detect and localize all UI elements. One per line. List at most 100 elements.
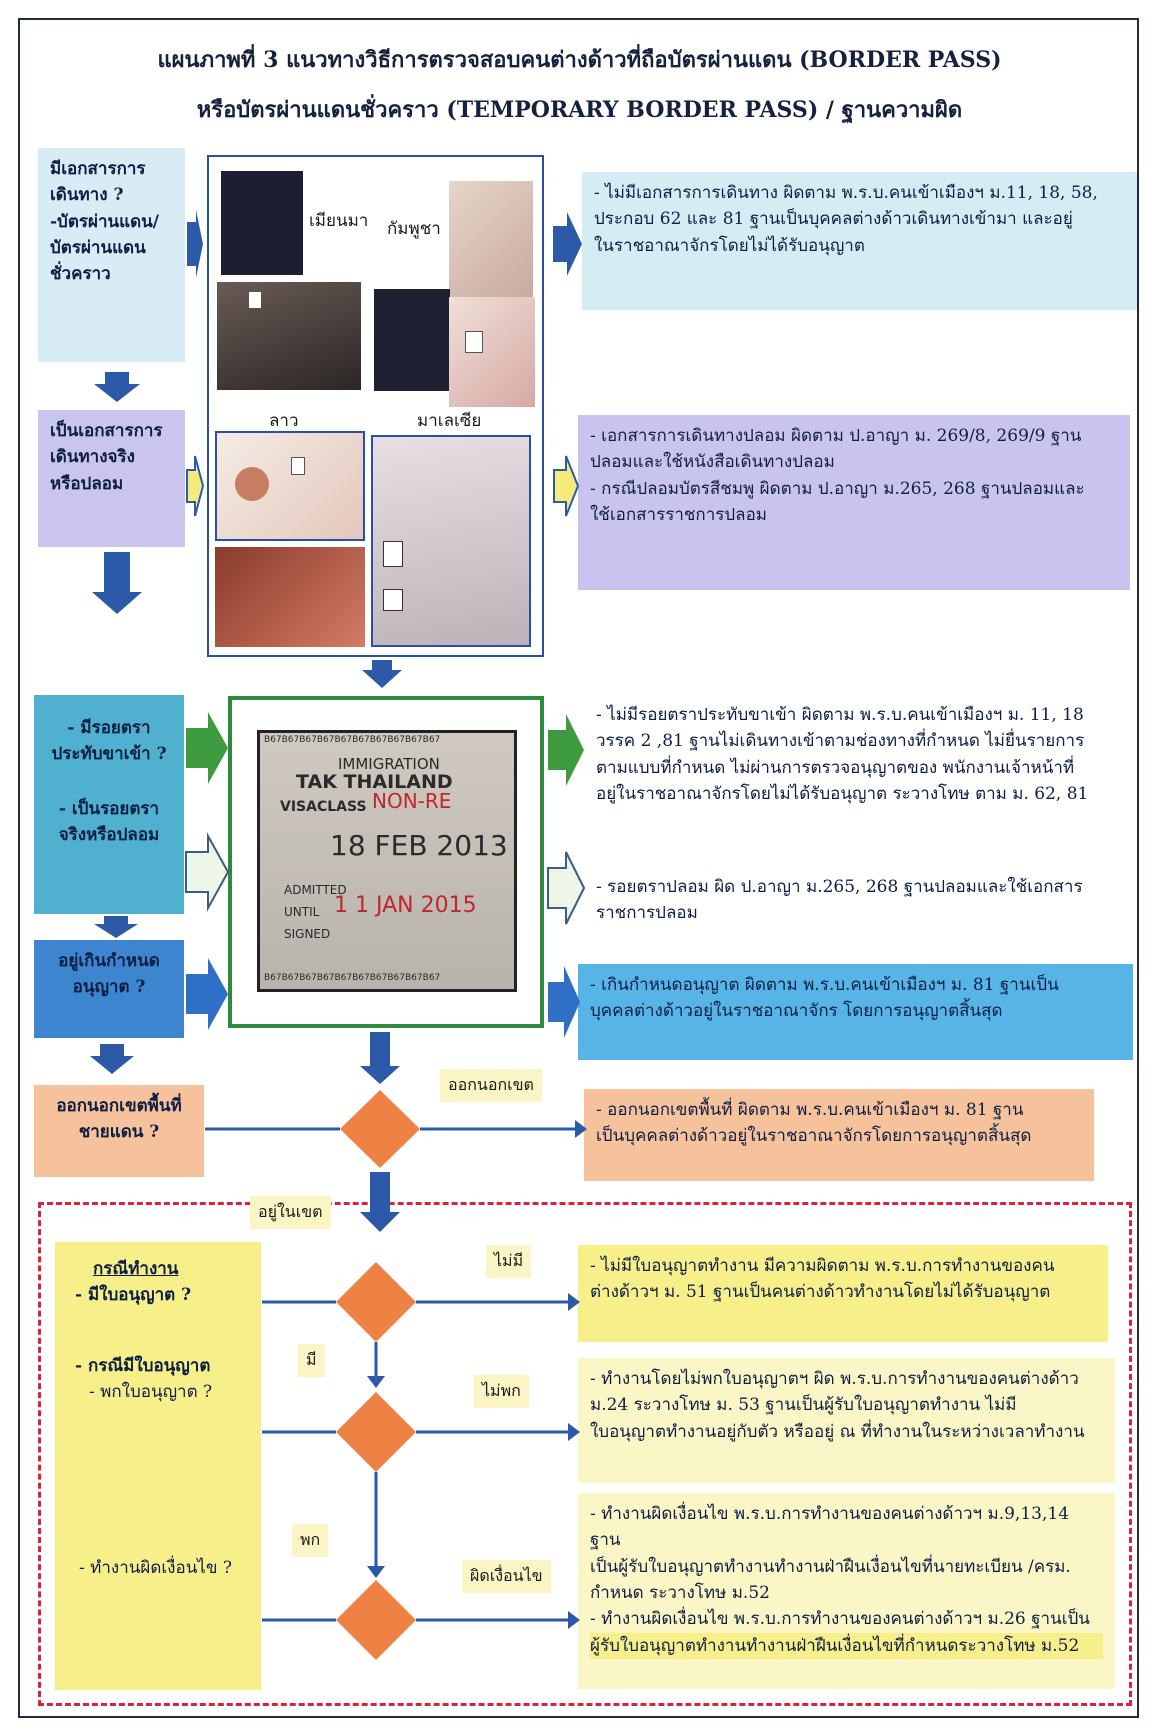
question-document-genuine: เป็นเอกสารการ เดินทางจริง หรือปลอม (38, 410, 185, 547)
q5-line: อนุญาต ? (72, 977, 146, 998)
r1-line: ในราชอาณาจักรโดยไม่ได้รับอนุญาต (594, 235, 865, 256)
stamp-border-digits-bottom: B67B67B67B67B67B67B67B67B67B67 (264, 973, 441, 983)
arrow-down-icon (92, 552, 142, 614)
result-not-carrying-permit: - ทำงานโดยไม่พกใบอนุญาตฯ ผิด พ.ร.บ.การทำ… (578, 1358, 1115, 1483)
r9-line: - ทำงานผิดเงื่อนไข พ.ร.บ.การทำงานของคนต่… (590, 1504, 1070, 1551)
decision-diamond (340, 1090, 420, 1168)
arrow-head-icon (568, 1611, 580, 1629)
question-overstay: อยู่เกินกำหนด อนุญาต ? (34, 940, 184, 1038)
result-no-work-permit: - ไม่มีใบอนุญาตทำงาน มีความผิดตาม พ.ร.บ.… (578, 1245, 1108, 1342)
cambodia-pass-page (449, 181, 533, 297)
page-frame (18, 18, 1139, 1718)
q4-line: จริงหรือปลอม (58, 825, 160, 846)
work-q-permit-case: - กรณีมีใบอนุญาต (75, 1355, 211, 1376)
result-outside-zone: - ออกนอกเขตพื้นที่ ผิดตาม พ.ร.บ.คนเข้าเม… (584, 1089, 1094, 1181)
entry-stamp-frame: B67B67B67B67B67B67B67B67B67B67 IMMIGRATI… (228, 696, 544, 1028)
arrow-head-icon (568, 1423, 580, 1441)
caption-laos: ลาว (269, 411, 299, 431)
laos-pass-cover (215, 547, 365, 647)
arrow-head-icon (367, 1566, 385, 1578)
q6-line: ชายแดน ? (78, 1122, 160, 1143)
stamp-border-digits: B67B67B67B67B67B67B67B67B67B67 (264, 735, 441, 745)
caption-malaysia: มาเลเซีย (417, 411, 482, 431)
cambodia-pass-cover (374, 289, 450, 391)
stamp-immigration: IMMIGRATION (338, 755, 440, 773)
arrow-right-icon (187, 210, 203, 278)
arrow-head-icon (367, 1376, 385, 1388)
entry-stamp-image: B67B67B67B67B67B67B67B67B67B67 IMMIGRATI… (257, 730, 517, 992)
r2-line: ปลอมและใช้หนังสือเดินทางปลอม (590, 452, 835, 473)
tag-no-permit: ไม่มี (486, 1245, 532, 1278)
r8-line: - ทำงานโดยไม่พกใบอนุญาตฯ ผิด พ.ร.บ.การทำ… (590, 1369, 1079, 1389)
stamp-admitted: ADMITTED (284, 883, 347, 897)
r8-line: ใบอนุญาตทำงานอยู่กับตัว หรืออยู่ ณ ที่ทำ… (590, 1421, 1085, 1442)
caption-cambodia: กัมพูชา (387, 219, 441, 239)
myanmar-pass-page (217, 282, 361, 390)
tag-out-of-zone: ออกนอกเขต (440, 1069, 542, 1102)
arrow-down-icon (94, 372, 140, 402)
q4-line: - เป็นรอยตรา (58, 798, 160, 819)
q2-line: หรือปลอม (50, 473, 124, 494)
arrow-right-icon (186, 712, 228, 784)
stamp-signed: SIGNED (284, 927, 331, 941)
diagram-title-line-2: หรือบัตรผ่านแดนชั่วคราว (TEMPORARY BORDE… (196, 97, 963, 123)
q5-line: อยู่เกินกำหนด (58, 951, 160, 971)
r9-line: ผู้รับใบอนุญาตทำงานทำงานฝ่าฝืนเงื่อนไขที… (590, 1632, 1103, 1660)
q6-line: ออกนอกเขตพื้นที่ (56, 1096, 182, 1116)
arrow-head-icon (575, 1120, 587, 1138)
r1-line: - ไม่มีเอกสารการเดินทาง ผิดตาม พ.ร.บ.คนเ… (594, 183, 1098, 203)
r3-line: อยู่ในราชอาณาจักรโดยไม่ได้รับอนุญาต ระวา… (596, 784, 1089, 805)
arrow-down-icon (362, 660, 402, 688)
arrow-down-icon (360, 1172, 400, 1232)
r5-line: - เกินกำหนดอนุญาต ผิดตาม พ.ร.บ.คนเข้าเมื… (590, 975, 1059, 995)
arrow-down-icon (94, 916, 138, 938)
arrow-right-icon (185, 832, 230, 912)
work-q-carry-permit: - พกใบอนุญาต ? (89, 1382, 213, 1403)
result-forged-stamp: - รอยตราปลอม ผิด ป.อาญา ม.265, 268 ฐานปล… (584, 866, 1124, 938)
r4-line: ราชการปลอม (596, 903, 698, 924)
q2-line: เป็นเอกสารการ (50, 421, 163, 441)
r9-line: กำหนด ระวางโทษ ม.52 (590, 1583, 770, 1604)
arrow-down-icon (90, 1044, 134, 1074)
r2-line: - เอกสารการเดินทางปลอม ผิดตาม ป.อาญา ม. … (590, 426, 1082, 446)
r7-line: - ไม่มีใบอนุญาตทำงาน มีความผิดตาม พ.ร.บ.… (590, 1256, 1055, 1276)
work-heading: กรณีทำงาน (93, 1259, 179, 1279)
r3-line: วรรค 2 ,81 ฐานไม่เดินทางเข้าตามช่องทางที… (596, 731, 1085, 752)
arrow-right-icon (186, 958, 228, 1030)
result-overstay: - เกินกำหนดอนุญาต ผิดตาม พ.ร.บ.คนเข้าเมื… (578, 964, 1133, 1060)
q1-line: เดินทาง ? (50, 185, 124, 206)
r6-line: เป็นบุคคลต่างด้าวอยู่ในราชอาณาจักรโดยการ… (596, 1126, 1032, 1147)
question-outside-border-zone: ออกนอกเขตพื้นที่ ชายแดน ? (34, 1085, 204, 1177)
r1-line: ประกอบ 62 และ 81 ฐานเป็นบุคคลต่างด้าวเดิ… (594, 209, 1073, 230)
work-q-has-permit: - มีใบอนุญาต ? (75, 1285, 192, 1306)
result-no-entry-stamp: - ไม่มีรอยตราประทับขาเข้า ผิดตาม พ.ร.บ.ค… (584, 694, 1124, 849)
myanmar-passport-cover (221, 171, 303, 275)
arrow-right-icon (186, 455, 205, 517)
tag-in-zone: อยู่ในเขต (250, 1196, 331, 1229)
cambodia-pass-detail (449, 297, 535, 407)
stamp-office: TAK THAILAND (296, 771, 453, 793)
r7-line: ต่างด้าวฯ ม. 51 ฐานเป็นคนต่างด้าวทำงานโด… (590, 1282, 1051, 1303)
question-travel-document: มีเอกสารการ เดินทาง ? -บัตรผ่านแดน/ บัตร… (38, 148, 185, 362)
arrow-right-icon (548, 966, 580, 1038)
stamp-visa-class-label: VISACLASS (280, 799, 367, 815)
r8-line: ม.24 ระวางโทษ ม. 53 ฐานเป็นผู้รับใบอนุญา… (590, 1395, 1017, 1416)
arrow-right-icon (553, 212, 582, 276)
document-samples-panel: เมียนมา กัมพูชา ลาว มาเลเซีย (207, 155, 544, 657)
diagram-title-line-1: แผนภาพที่ 3 แนวทางวิธีการตรวจสอบคนต่างด้… (157, 47, 1002, 73)
work-case-panel: กรณีทำงาน - มีใบอนุญาต ? - กรณีมีใบอนุญา… (55, 1242, 261, 1690)
stamp-visa-class-value: NON-RE (372, 789, 452, 813)
tag-has-permit: มี (298, 1344, 325, 1377)
question-stamp-panel: - มีรอยตรา ประทับขาเข้า ? - เป็นรอยตรา จ… (34, 695, 184, 914)
arrow-right-icon (548, 714, 584, 786)
decision-diamond (336, 1262, 416, 1342)
q3-line: - มีรอยตรา (67, 718, 151, 738)
tag-not-carrying: ไม่พก (474, 1375, 529, 1408)
r4-line: - รอยตราปลอม ผิด ป.อาญา ม.265, 268 ฐานปล… (596, 877, 1083, 897)
result-forged-document: - เอกสารการเดินทางปลอม ผิดตาม ป.อาญา ม. … (578, 415, 1130, 590)
tag-violate-conditions: ผิดเงื่อนไข (462, 1560, 551, 1593)
q1-line: -บัตรผ่านแดน/ (50, 211, 159, 232)
laos-pass-inner (215, 431, 365, 541)
arrow-down-icon (360, 1032, 400, 1084)
